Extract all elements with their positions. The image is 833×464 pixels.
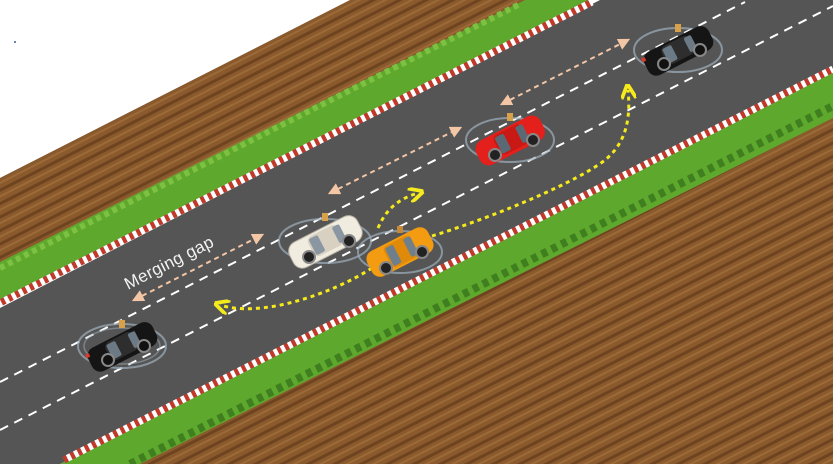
stray-dot [14, 41, 16, 43]
